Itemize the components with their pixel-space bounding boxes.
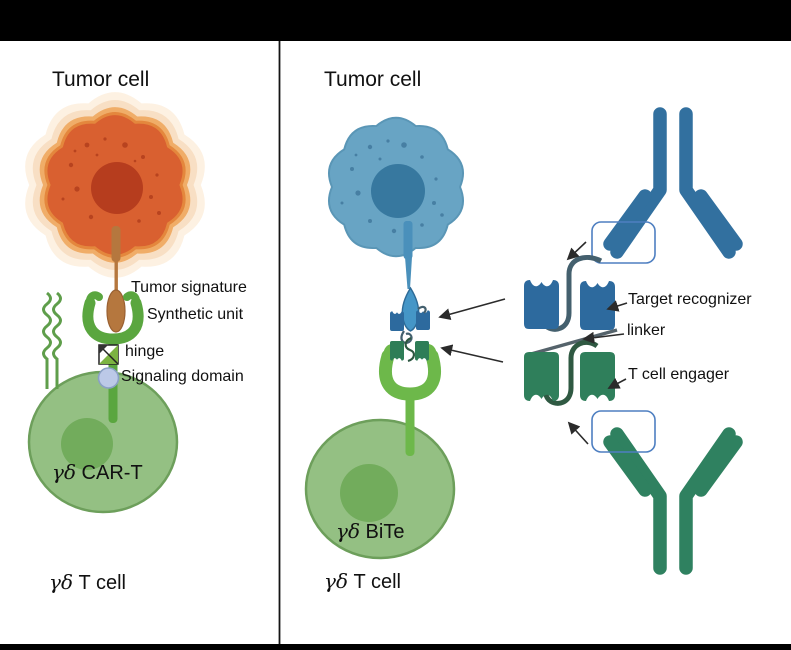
target-recognizer-label: Target recognizer — [628, 291, 752, 308]
bite-cell-name: γδ BiTe — [336, 519, 405, 543]
arrow-target-recognizer-label — [606, 300, 628, 312]
green-t-cell-right-icon — [304, 418, 456, 560]
synthetic-unit-label: Synthetic unit — [147, 306, 244, 323]
arrow-t-cell-engager-label — [607, 377, 627, 389]
right-panel-title: Tumor cell — [324, 68, 422, 91]
green-t-cell-left-icon — [27, 370, 179, 514]
t-cell-engager-scfv-icon — [524, 340, 615, 406]
fab-highlight-box-green — [591, 410, 656, 453]
blue-tumor-cell-icon — [328, 116, 464, 258]
tumor-speckles — [340, 139, 444, 234]
right-t-cell-type: γδ T cell — [324, 569, 401, 593]
orange-tumor-cell-icon — [25, 92, 205, 278]
linker-label: linker — [627, 322, 666, 339]
tumor-signature-antigen-icon — [106, 226, 126, 333]
arrow-fab-to-scfv-blue — [566, 241, 587, 261]
bite-receptor-cup-icon — [379, 343, 441, 456]
tumor-nucleus — [371, 164, 425, 218]
arrow-scfv-blue-to-complex — [438, 298, 506, 321]
signaling-domain-label: Signaling domain — [121, 368, 244, 385]
car-receptor-cup-icon — [82, 291, 144, 345]
linker-line — [530, 328, 618, 356]
t-cell-nucleus — [61, 418, 113, 470]
car-receptor-icon — [82, 291, 144, 423]
antigen-spike — [401, 286, 420, 332]
arrow-linker-label — [582, 331, 625, 344]
top-black-bar — [0, 0, 791, 41]
tumor-signature-label: Tumor signature — [131, 279, 247, 296]
target-recognizer-scfv-icon — [524, 255, 618, 356]
hinge-square-icon — [98, 344, 119, 365]
hinge-label: hinge — [125, 343, 165, 360]
tumor-nucleus — [91, 162, 143, 214]
car-t-cell-name: γδ CAR-T — [52, 460, 143, 484]
tumor-speckles — [61, 137, 161, 232]
bite-molecule-icon — [390, 305, 430, 363]
t-cell-nucleus — [340, 464, 398, 522]
left-t-cell-type: γδ T cell — [49, 570, 126, 594]
fab-highlight-box-blue — [591, 221, 656, 264]
blue-antigen-icon — [401, 221, 420, 332]
left-panel-title: Tumor cell — [52, 68, 150, 91]
arrow-scfv-green-to-complex — [440, 344, 504, 363]
t-cell-engager-label: T cell engager — [628, 366, 730, 383]
gamma-delta-tcr-squiggle-icon — [42, 291, 62, 389]
signaling-domain-circle-icon — [97, 367, 120, 389]
arrow-fab-to-scfv-green — [567, 421, 589, 445]
green-antibody-icon — [603, 427, 743, 575]
blue-antibody-icon — [603, 107, 743, 259]
bottom-black-bar — [0, 644, 791, 650]
annotation-arrows — [438, 241, 628, 445]
